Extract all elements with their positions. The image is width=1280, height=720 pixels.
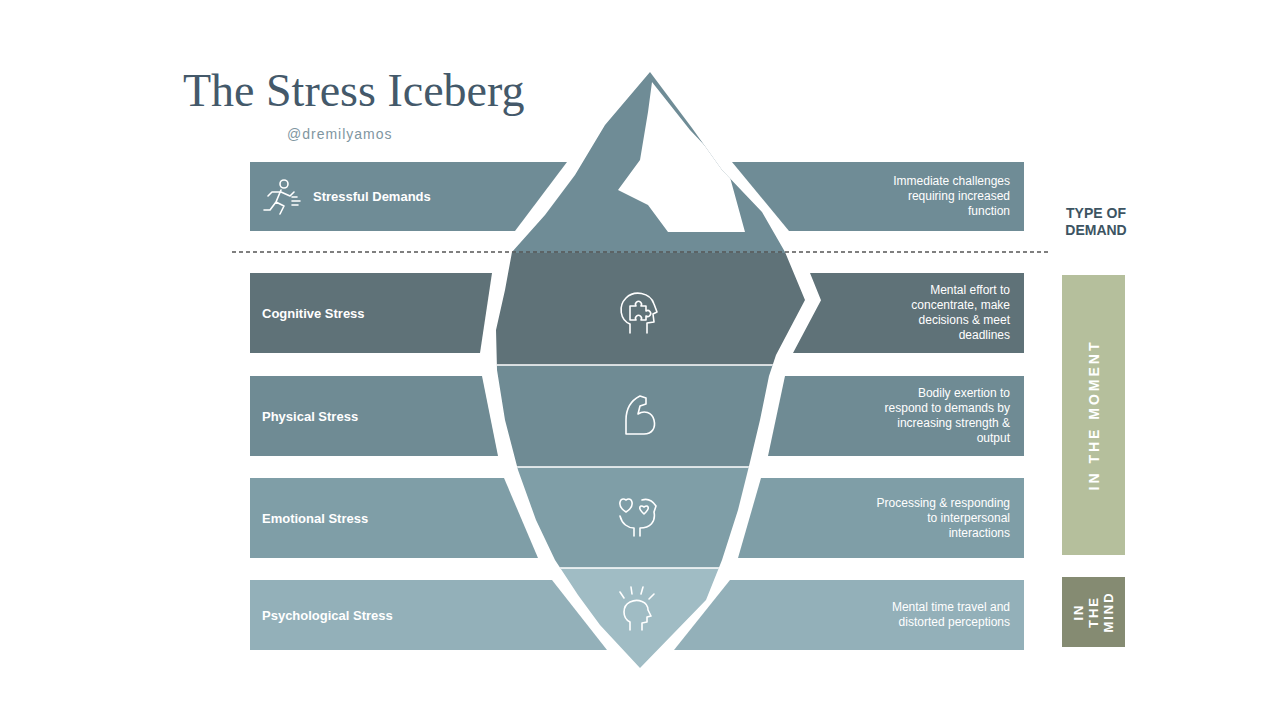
description-band: Mental effort to concentrate, make decis… (793, 273, 1024, 353)
description-band: Bodily exertion to respond to demands by… (768, 376, 1024, 456)
text-stack: IN THE MIND (1071, 588, 1116, 636)
axis-heading: TYPE OF DEMAND (1050, 205, 1142, 239)
stress-description: Processing & responding to interpersonal… (872, 496, 1010, 541)
timeframe-label: IN THE MIND (1071, 588, 1116, 636)
text-stack: Mental time travel and distorted percept… (872, 600, 1010, 630)
snow-cap (618, 82, 745, 232)
stress-band: Psychological Stress (250, 580, 607, 650)
heart-head-icon (620, 499, 656, 536)
muscle-icon (626, 396, 655, 434)
text-stack: Immediate challenges requiring increased… (872, 174, 1010, 219)
waterline (232, 251, 1048, 253)
demand-band: Stressful Demands (250, 162, 567, 231)
brain-icon (621, 293, 657, 333)
runner-icon (264, 180, 300, 214)
text-stack: Cognitive Stress (262, 306, 365, 321)
stress-description: Mental effort to concentrate, make decis… (872, 283, 1010, 343)
stress-description: Bodily exertion to respond to demands by… (872, 386, 1010, 446)
description-band: Processing & responding to interpersonal… (738, 478, 1024, 558)
timeframe-label: IN THE MOMENT (1085, 340, 1101, 491)
stress-label: Physical Stress (262, 409, 358, 424)
text-stack: Psychological Stress (262, 608, 393, 623)
text-stack: Bodily exertion to respond to demands by… (872, 386, 1010, 446)
timeframe-bar: IN THE MOMENT (1062, 275, 1125, 555)
stress-label: Emotional Stress (262, 511, 368, 526)
stress-label: Psychological Stress (262, 608, 393, 623)
text-stack: Physical Stress (262, 409, 358, 424)
stress-description: Mental time travel and distorted percept… (872, 600, 1010, 630)
stress-label: Stressful Demands (313, 189, 431, 204)
text-stack: Stressful Demands (313, 189, 431, 204)
stress-label: Cognitive Stress (262, 306, 365, 321)
text-stack: Emotional Stress (262, 511, 368, 526)
stress-description: Immediate challenges requiring increased… (872, 174, 1010, 219)
description-band: Immediate challenges requiring increased… (732, 162, 1024, 231)
anxious-head-icon (620, 587, 654, 630)
author-handle: @dremilyamos (287, 126, 393, 142)
stress-band: Emotional Stress (250, 478, 538, 558)
stress-band: Cognitive Stress (250, 273, 492, 353)
timeframe-box: IN THE MIND (1062, 577, 1125, 647)
text-stack: Mental effort to concentrate, make decis… (872, 283, 1010, 343)
description-band: Mental time travel and distorted percept… (674, 580, 1024, 650)
stress-band: Physical Stress (250, 376, 498, 456)
diagram-title: The Stress Iceberg (183, 66, 524, 117)
text-stack: Processing & responding to interpersonal… (872, 496, 1010, 541)
text-stack: IN THE MOMENT (1085, 340, 1101, 491)
